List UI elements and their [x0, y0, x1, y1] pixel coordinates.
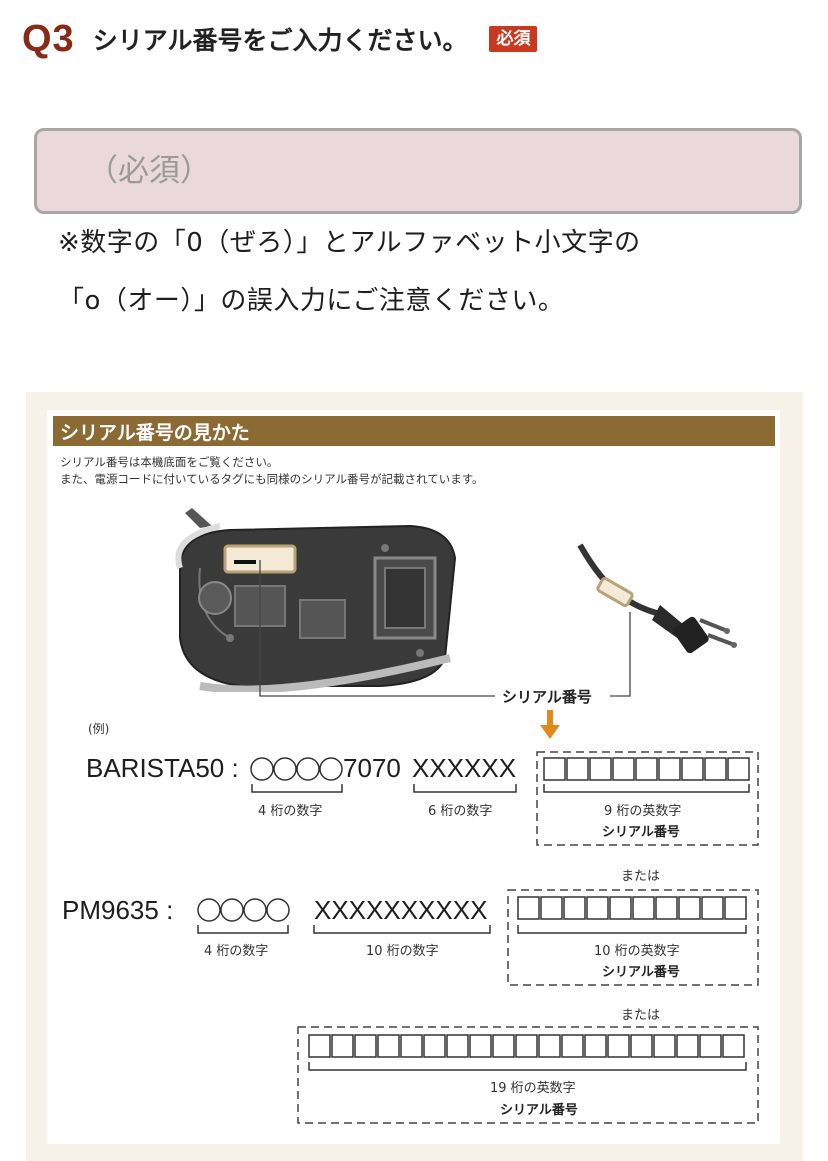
serial-number-input[interactable] [34, 128, 802, 214]
machine-bottom-illustration [175, 508, 457, 692]
model1-4digits-label: 4 桁の数字 [258, 804, 323, 819]
or-label-1: または [621, 869, 661, 884]
model1-6digits-label: 6 桁の数字 [428, 804, 493, 819]
model2-box-label: 10 桁の英数字 [594, 944, 680, 959]
question-header: Q3 シリアル番号をご入力ください。 必須 [22, 14, 538, 64]
model2-code-x: XXXXXXXXXX [314, 895, 488, 925]
model3-box-label: 19 桁の英数字 [490, 1081, 576, 1096]
note-line-1: ※数字の「0（ぜろ）」とアルファベット小文字の [58, 228, 641, 258]
down-arrow-icon [540, 710, 560, 739]
guide-description-1: シリアル番号は本機底面をご覧ください。 [60, 455, 279, 469]
guide-title: シリアル番号の見かた [60, 422, 250, 444]
required-badge: 必須 [489, 26, 538, 52]
guide-description-2: また、電源コードに付いているタグにも同様のシリアル番号が記載されています。 [60, 472, 484, 486]
model2-box-sublabel: シリアル番号 [602, 965, 680, 980]
model1-box-sublabel: シリアル番号 [602, 825, 680, 840]
model1-code-middle: 7070 [343, 753, 401, 783]
or-label-2: または [621, 1008, 661, 1023]
model1-name: BARISTA50 : [86, 753, 239, 783]
question-number: Q3 [22, 17, 75, 60]
model1-code-x: XXXXXX [412, 753, 517, 783]
example-label: (例) [88, 722, 110, 736]
power-cord-illustration [577, 543, 737, 654]
question-title: シリアル番号をご入力ください。 [92, 26, 468, 55]
model3-box-sublabel: シリアル番号 [500, 1103, 578, 1118]
model1-box-label: 9 桁の英数字 [604, 804, 682, 819]
model2-name: PM9635 : [62, 895, 174, 925]
note-line-2: 「o（オー）」の誤入力にご注意ください。 [58, 286, 565, 316]
guide-title-bar [53, 416, 775, 446]
model2-10digits-label: 10 桁の数字 [366, 944, 439, 959]
model2-4digits-label: 4 桁の数字 [204, 944, 269, 959]
serial-callout-label: シリアル番号 [502, 688, 592, 706]
